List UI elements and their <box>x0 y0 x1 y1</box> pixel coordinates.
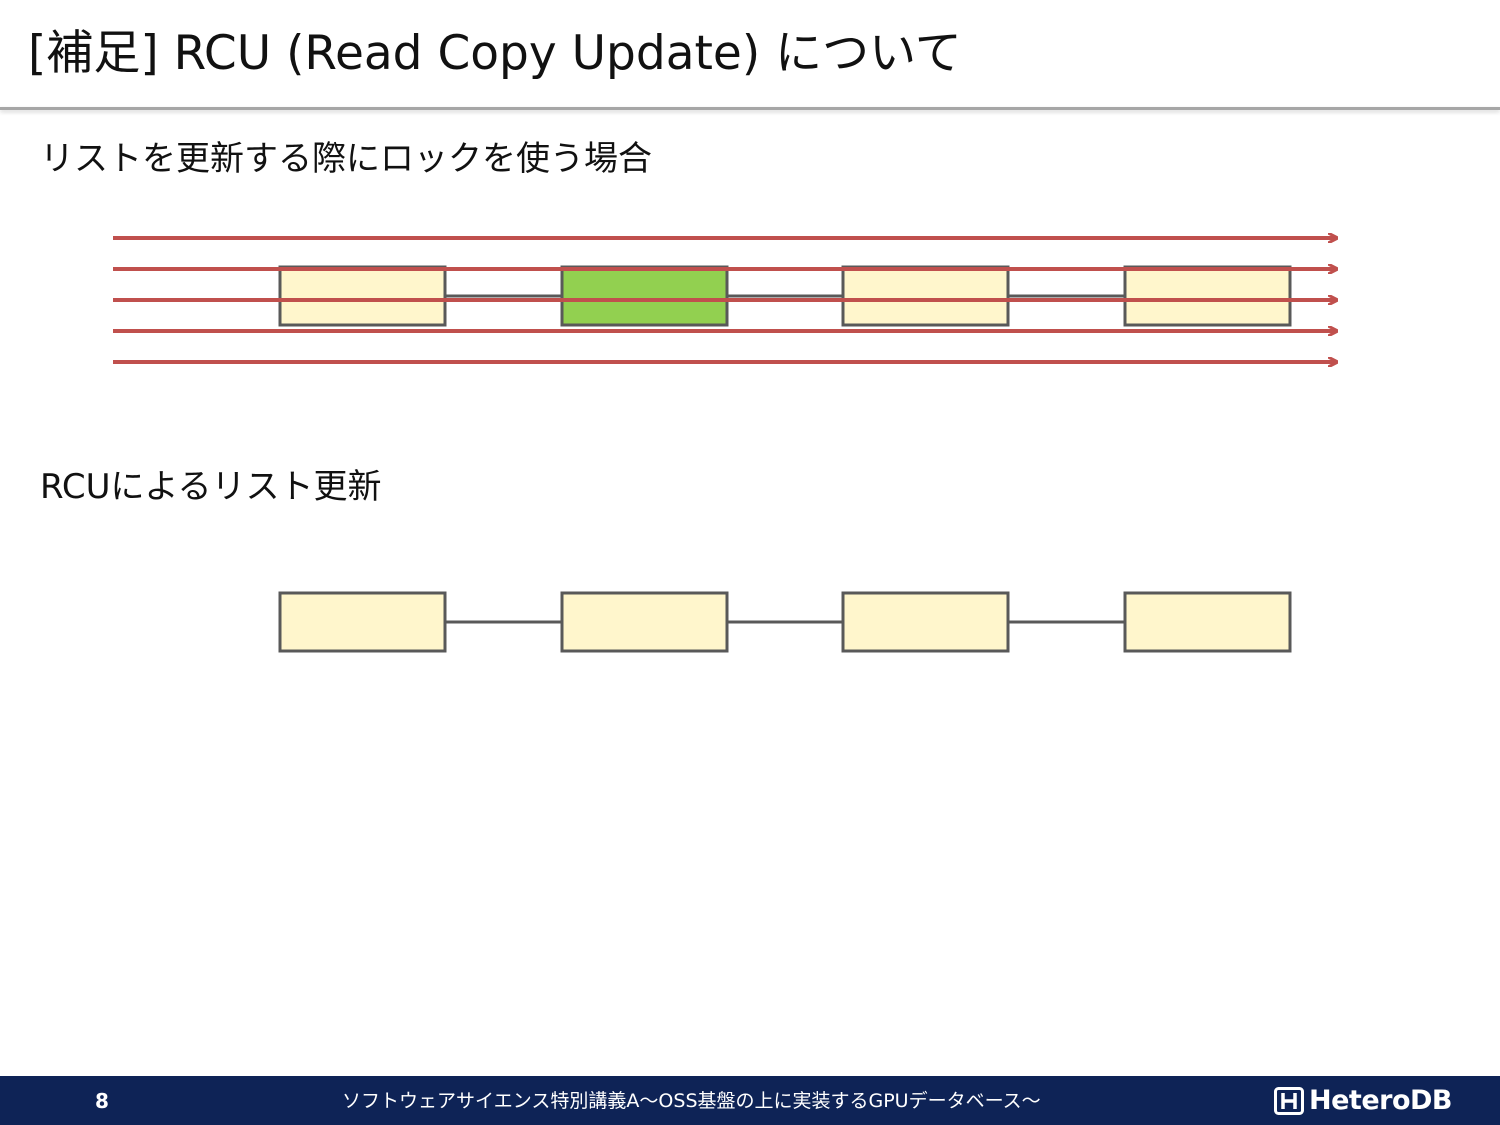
list-diagrams <box>113 0 1500 653</box>
heterodb-logo: HeteroDB <box>1274 1085 1452 1117</box>
lock-list-node <box>1123 265 1292 327</box>
footer-bar: 8 ソフトウェアサイエンス特別講義A～OSS基盤の上に実装するGPUデータベース… <box>0 1076 1500 1125</box>
lock-list-node <box>841 265 1010 327</box>
lock-list-locked-node <box>560 265 729 327</box>
rcu-list-node <box>278 591 447 653</box>
heterodb-logo-icon <box>1274 1087 1304 1115</box>
title-divider <box>0 107 1500 110</box>
lock-section-heading: リストを更新する際にロックを使う場合 <box>40 139 652 179</box>
slide-title: [補足] RCU (Read Copy Update) について <box>28 26 962 81</box>
lock-list-nodes <box>278 265 1292 327</box>
heterodb-logo-text: HeteroDB <box>1309 1085 1452 1116</box>
lock-list-node <box>278 265 447 327</box>
footer-course-title: ソフトウェアサイエンス特別講義A～OSS基盤の上に実装するGPUデータベース～ <box>342 1090 1041 1112</box>
rcu-list-node <box>1123 591 1292 653</box>
rcu-list-node <box>560 591 729 653</box>
rcu-list-nodes <box>278 591 1292 653</box>
rcu-list-node <box>841 591 1010 653</box>
page-number: 8 <box>95 1089 109 1113</box>
reader-arrows <box>113 238 1336 362</box>
rcu-section-heading: RCUによるリスト更新 <box>40 467 382 507</box>
